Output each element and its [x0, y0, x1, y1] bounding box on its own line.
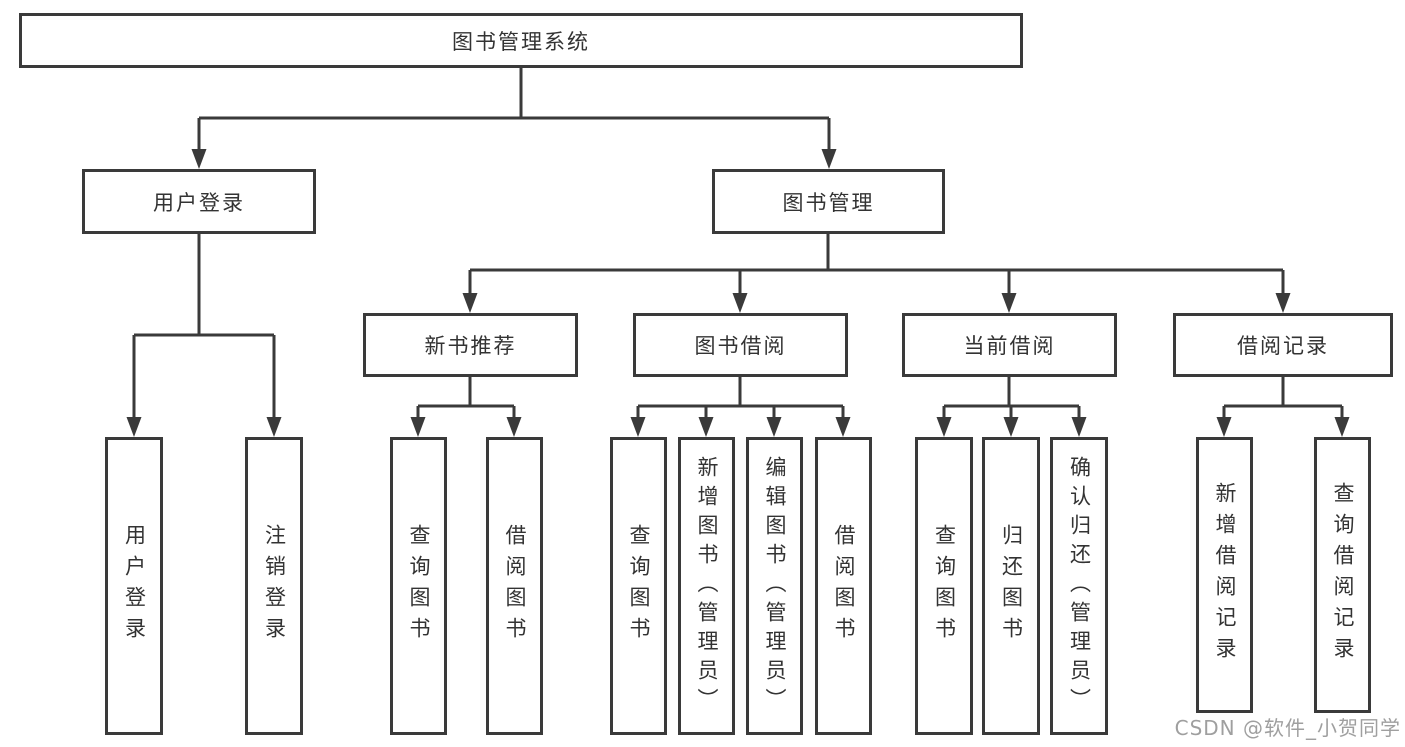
leaf-query-books-2: 查询图书 [610, 437, 667, 735]
leaf-confirm-return-admin-label: 确认归还（管理员） [1067, 455, 1092, 717]
leaf-logout: 注销登录 [245, 437, 303, 735]
node-new-book-recommend: 新书推荐 [363, 313, 578, 377]
leaf-borrow-books-2-label: 借阅图书 [832, 524, 857, 648]
node-user-login: 用户登录 [82, 169, 316, 234]
leaf-confirm-return-admin: 确认归还（管理员） [1050, 437, 1108, 735]
leaf-query-books-2-label: 查询图书 [627, 524, 652, 648]
leaf-query-borrow-record-label: 查询借阅记录 [1331, 482, 1356, 668]
node-borrowing-records-label: 借阅记录 [1237, 334, 1329, 358]
csdn-watermark: CSDN @软件_小贺同学 [1174, 716, 1401, 740]
leaf-borrow-books-2: 借阅图书 [815, 437, 872, 735]
leaf-return-books-label: 归还图书 [999, 524, 1024, 648]
node-borrowing-records: 借阅记录 [1173, 313, 1393, 377]
node-current-borrowing-label: 当前借阅 [963, 334, 1056, 358]
node-book-borrowing: 图书借阅 [633, 313, 848, 377]
leaf-return-books: 归还图书 [982, 437, 1040, 735]
leaf-query-books-3: 查询图书 [915, 437, 973, 735]
node-current-borrowing: 当前借阅 [902, 313, 1117, 377]
node-root-label: 图书管理系统 [452, 29, 590, 54]
leaf-edit-book-admin: 编辑图书（管理员） [746, 437, 803, 735]
leaf-add-book-admin-label: 新增图书（管理员） [695, 455, 720, 717]
leaf-add-borrow-record: 新增借阅记录 [1196, 437, 1253, 713]
leaf-borrow-books-1-label: 借阅图书 [503, 524, 528, 648]
leaf-add-borrow-record-label: 新增借阅记录 [1213, 482, 1238, 668]
leaf-user-login-label: 用户登录 [122, 524, 147, 648]
leaf-edit-book-admin-label: 编辑图书（管理员） [763, 455, 788, 717]
node-new-book-recommend-label: 新书推荐 [424, 334, 517, 358]
node-root: 图书管理系统 [19, 13, 1023, 68]
node-book-borrowing-label: 图书借阅 [694, 334, 787, 358]
leaf-query-books-1: 查询图书 [390, 437, 447, 735]
leaf-add-book-admin: 新增图书（管理员） [678, 437, 735, 735]
node-user-login-label: 用户登录 [153, 190, 245, 215]
leaf-logout-label: 注销登录 [262, 524, 287, 648]
leaf-query-borrow-record: 查询借阅记录 [1314, 437, 1371, 713]
node-book-management: 图书管理 [712, 169, 945, 234]
leaf-user-login: 用户登录 [105, 437, 163, 735]
leaf-query-books-3-label: 查询图书 [932, 524, 957, 648]
leaf-query-books-1-label: 查询图书 [407, 524, 432, 648]
node-book-management-label: 图书管理 [782, 190, 875, 215]
leaf-borrow-books-1: 借阅图书 [486, 437, 543, 735]
